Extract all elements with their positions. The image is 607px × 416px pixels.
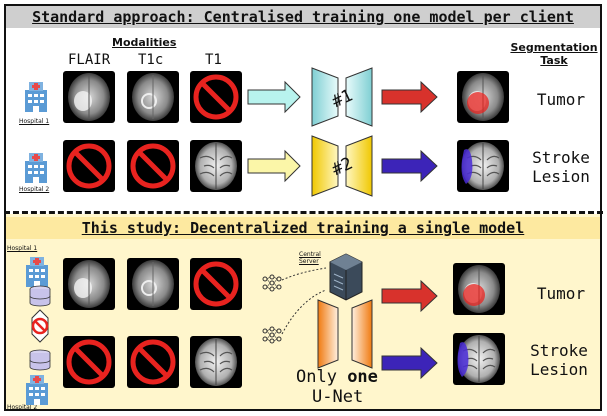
forbidden-sign-icon: [127, 140, 179, 192]
forbidden-sign-icon: [190, 71, 242, 123]
forbidden-sign-icon: [127, 336, 179, 388]
arrow-icon: [381, 149, 438, 183]
task-stroke-bottom-line1: Stroke: [530, 341, 588, 360]
central-server-label: Central Server: [299, 251, 321, 265]
segmentation-task-label: Segmentation Task: [510, 41, 598, 67]
column-flair: FLAIR: [68, 52, 111, 68]
column-t1: T1: [205, 52, 222, 68]
only-one-label: Only one: [296, 367, 378, 387]
hospital-2-label-bottom: Hospital 2: [7, 404, 38, 411]
arrow-icon: [381, 279, 438, 313]
brain-scan-image: [126, 70, 180, 124]
task-stroke-line1: Stroke: [532, 148, 590, 167]
bottom-title: This study: Decentralized training a sin…: [6, 217, 600, 239]
figure-frame: [4, 4, 602, 411]
database-icon: [29, 285, 51, 307]
stroke-segmentation-overlay: [461, 149, 473, 184]
column-t1c: T1c: [138, 52, 164, 68]
database-icon: [29, 349, 51, 371]
only-bold: one: [347, 367, 378, 387]
stroke-segmentation-overlay: [457, 342, 469, 377]
server-icon: [329, 253, 363, 301]
tumor-segmentation-overlay: [467, 92, 489, 114]
brain-scan-image: [189, 335, 243, 389]
neural-network-icon: [262, 326, 282, 344]
hospital-icon: [25, 153, 47, 183]
task-tumor-top: Tumor: [536, 90, 586, 109]
unet-encoder: [317, 299, 339, 369]
server-label-line1: Central: [299, 251, 321, 258]
section-divider: [4, 211, 603, 214]
model-2-encoder: [311, 135, 339, 197]
task-tumor-bottom: Tumor: [536, 284, 586, 303]
task-stroke-bottom-line2: Lesion: [530, 360, 588, 379]
hospital-2-label-top: Hospital 2: [19, 186, 50, 193]
model-1-decoder: [345, 67, 373, 127]
unet-label: U-Net: [312, 387, 364, 407]
arrow-icon: [247, 80, 301, 114]
task-stroke-bottom: Stroke Lesion: [522, 341, 596, 379]
task-stroke-top: Stroke Lesion: [526, 148, 596, 186]
modalities-label: Modalities: [112, 36, 177, 49]
hospital-icon: [26, 257, 48, 287]
hospital-icon: [25, 82, 47, 112]
tumor-segmentation-overlay: [463, 284, 485, 306]
server-label-line2: Server: [299, 258, 319, 265]
arrow-icon: [247, 149, 301, 183]
brain-scan-image: [126, 257, 180, 311]
arrow-icon: [381, 80, 438, 114]
neural-network-icon: [262, 274, 282, 292]
hospital-1-label-top: Hospital 1: [19, 118, 50, 125]
forbidden-sign-icon: [190, 258, 242, 310]
model-1-encoder: [311, 67, 339, 127]
forbidden-sign-icon: [63, 140, 115, 192]
model-2-decoder: [345, 135, 373, 197]
forbidden-sign-icon: [63, 336, 115, 388]
brain-scan-image: [189, 139, 243, 193]
task-stroke-line2: Lesion: [532, 167, 590, 186]
hospital-icon: [26, 375, 48, 405]
hospital-1-label-bottom: Hospital 1: [7, 245, 38, 252]
only-prefix: Only: [296, 367, 348, 387]
arrow-icon: [381, 346, 438, 380]
top-title: Standard approach: Centralised training …: [6, 6, 600, 28]
connection-line: [281, 267, 327, 281]
forbidden-sign-icon: [31, 309, 49, 343]
brain-scan-image: [62, 70, 116, 124]
brain-scan-image: [62, 257, 116, 311]
unet-decoder: [351, 299, 373, 369]
